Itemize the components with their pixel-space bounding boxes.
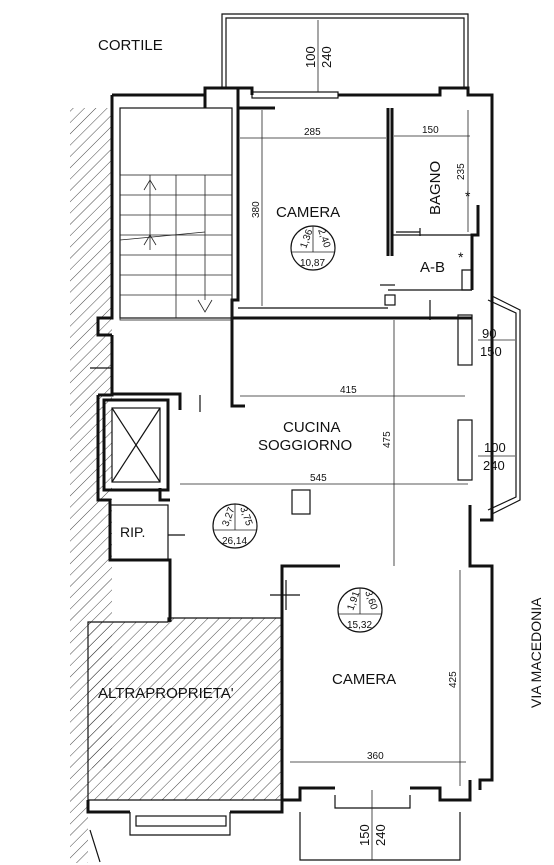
label-via-macedonia: VIA MACEDONIA xyxy=(528,597,544,708)
dim-camera-bottom-width: 360 xyxy=(367,751,384,762)
dim-camera-top-height: 380 xyxy=(251,201,262,218)
plumbing-marks xyxy=(396,228,421,236)
dimension-lines xyxy=(180,20,515,860)
label-bagno: BAGNO xyxy=(427,161,444,215)
hatched-lower-left xyxy=(70,768,88,863)
stat-camera-bottom-area: 15,32 xyxy=(347,620,372,631)
door-marks xyxy=(90,284,431,610)
label-soggiorno: SOGGIORNO xyxy=(258,437,352,454)
interior-walls xyxy=(112,108,480,502)
bottom-balcony xyxy=(89,795,461,863)
room-stats-camera-top xyxy=(290,225,336,271)
dim-window-right-a: 90 xyxy=(482,326,496,341)
dim-bagno-width: 150 xyxy=(422,125,439,136)
dim-balcony-bottom-b: 240 xyxy=(373,824,388,846)
room-stats-soggiorno xyxy=(212,503,258,549)
dim-window-right-b: 150 xyxy=(480,344,502,359)
storage-closet xyxy=(109,504,169,561)
label-ab: A-B xyxy=(420,259,445,276)
stat-camera-top-b: 2,40 xyxy=(315,227,332,249)
stat-camera-bottom-b: 3,60 xyxy=(362,589,379,611)
dim-balcony-top-b: 240 xyxy=(319,46,334,68)
staircase xyxy=(119,107,233,321)
dim-balcony-top-a: 100 xyxy=(303,46,318,68)
dim-camera-top-width: 285 xyxy=(304,127,321,138)
dim-balcony-bottom-a: 150 xyxy=(357,824,372,846)
stat-camera-top-area: 10,87 xyxy=(300,258,325,269)
label-altraproprieta: ALTRAPROPRIETA' xyxy=(98,685,234,702)
right-bay-window xyxy=(457,295,521,515)
label-rip: RIP. xyxy=(120,524,145,540)
dim-bay-right-b: 240 xyxy=(483,458,505,473)
label-cortile: CORTILE xyxy=(98,37,163,54)
dim-bay-right-a: 100 xyxy=(484,440,506,455)
dim-camera-bottom-height: 425 xyxy=(448,671,459,688)
dim-soggiorno-height: 475 xyxy=(382,431,393,448)
label-asterisk-2: * xyxy=(458,249,464,265)
dim-bagno-height: 235 xyxy=(456,163,467,180)
top-balcony xyxy=(221,13,469,88)
room-stats-camera-bottom xyxy=(337,587,383,633)
label-cucina: CUCINA xyxy=(283,419,341,436)
stat-soggiorno-b: 3,75 xyxy=(237,505,254,527)
label-camera-top: CAMERA xyxy=(276,204,340,221)
column xyxy=(291,489,311,515)
dim-soggiorno-width: 545 xyxy=(310,473,327,484)
label-asterisk-1: * xyxy=(465,188,471,204)
stat-soggiorno-area: 26,14 xyxy=(222,536,247,547)
hatched-other-property xyxy=(87,617,283,801)
elevator xyxy=(102,398,170,492)
dim-cucina-width: 415 xyxy=(340,385,357,396)
label-camera-bottom: CAMERA xyxy=(332,671,396,688)
